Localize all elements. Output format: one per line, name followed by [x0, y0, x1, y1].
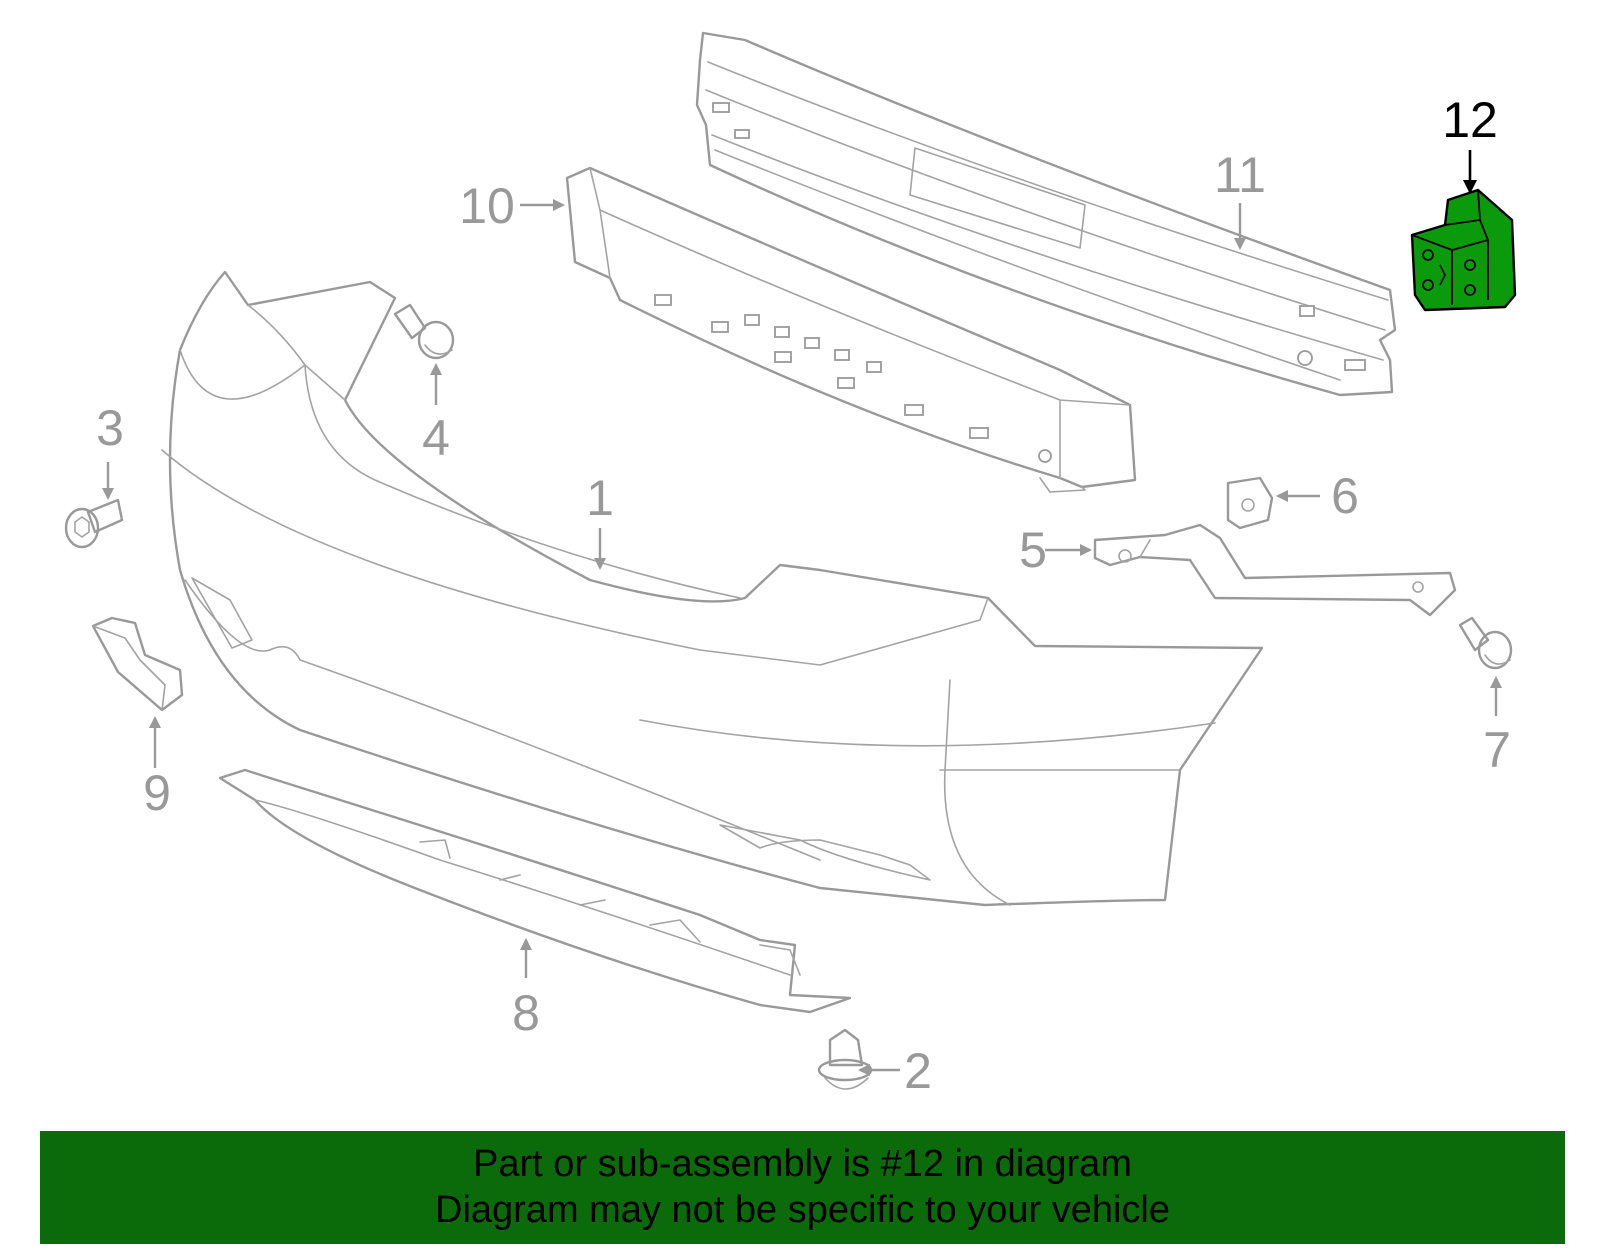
callout-2: 2 — [904, 1043, 932, 1099]
part-7-bolt — [1458, 616, 1513, 670]
callout-5: 5 — [1019, 522, 1047, 578]
parts-diagram: 1 2 3 4 5 6 7 8 9 10 11 12 — [64, 31, 1517, 1099]
part-5-side-bracket — [1093, 523, 1457, 617]
callout-8: 8 — [512, 985, 540, 1041]
part-9-side-retainer — [91, 616, 184, 712]
part-8-lower-spoiler — [218, 768, 852, 1014]
info-banner: Part or sub-assembly is #12 in diagram D… — [40, 1131, 1565, 1244]
callout-12: 12 — [1442, 92, 1498, 148]
callout-1: 1 — [586, 470, 614, 526]
part-12-bracket-highlighted — [1410, 188, 1517, 312]
callout-9: 9 — [143, 765, 171, 821]
part-2-clip — [817, 1028, 873, 1090]
part-1-bumper-cover — [161, 270, 1264, 907]
part-3-bolt — [64, 498, 124, 549]
part-10-energy-absorber — [565, 166, 1137, 493]
part-11-reinforcement-beam — [695, 31, 1397, 397]
callout-7: 7 — [1483, 722, 1511, 778]
callout-10: 10 — [459, 178, 515, 234]
callout-6: 6 — [1331, 468, 1359, 524]
callout-4: 4 — [422, 410, 450, 466]
part-6-clip-nut — [1226, 476, 1274, 530]
banner-line-disclaimer: Diagram may not be specific to your vehi… — [435, 1189, 1170, 1231]
banner-line-part: Part or sub-assembly is #12 in diagram — [473, 1143, 1132, 1185]
part-4-bolt — [393, 303, 455, 360]
callout-11: 11 — [1214, 147, 1266, 203]
callout-3: 3 — [96, 400, 124, 456]
